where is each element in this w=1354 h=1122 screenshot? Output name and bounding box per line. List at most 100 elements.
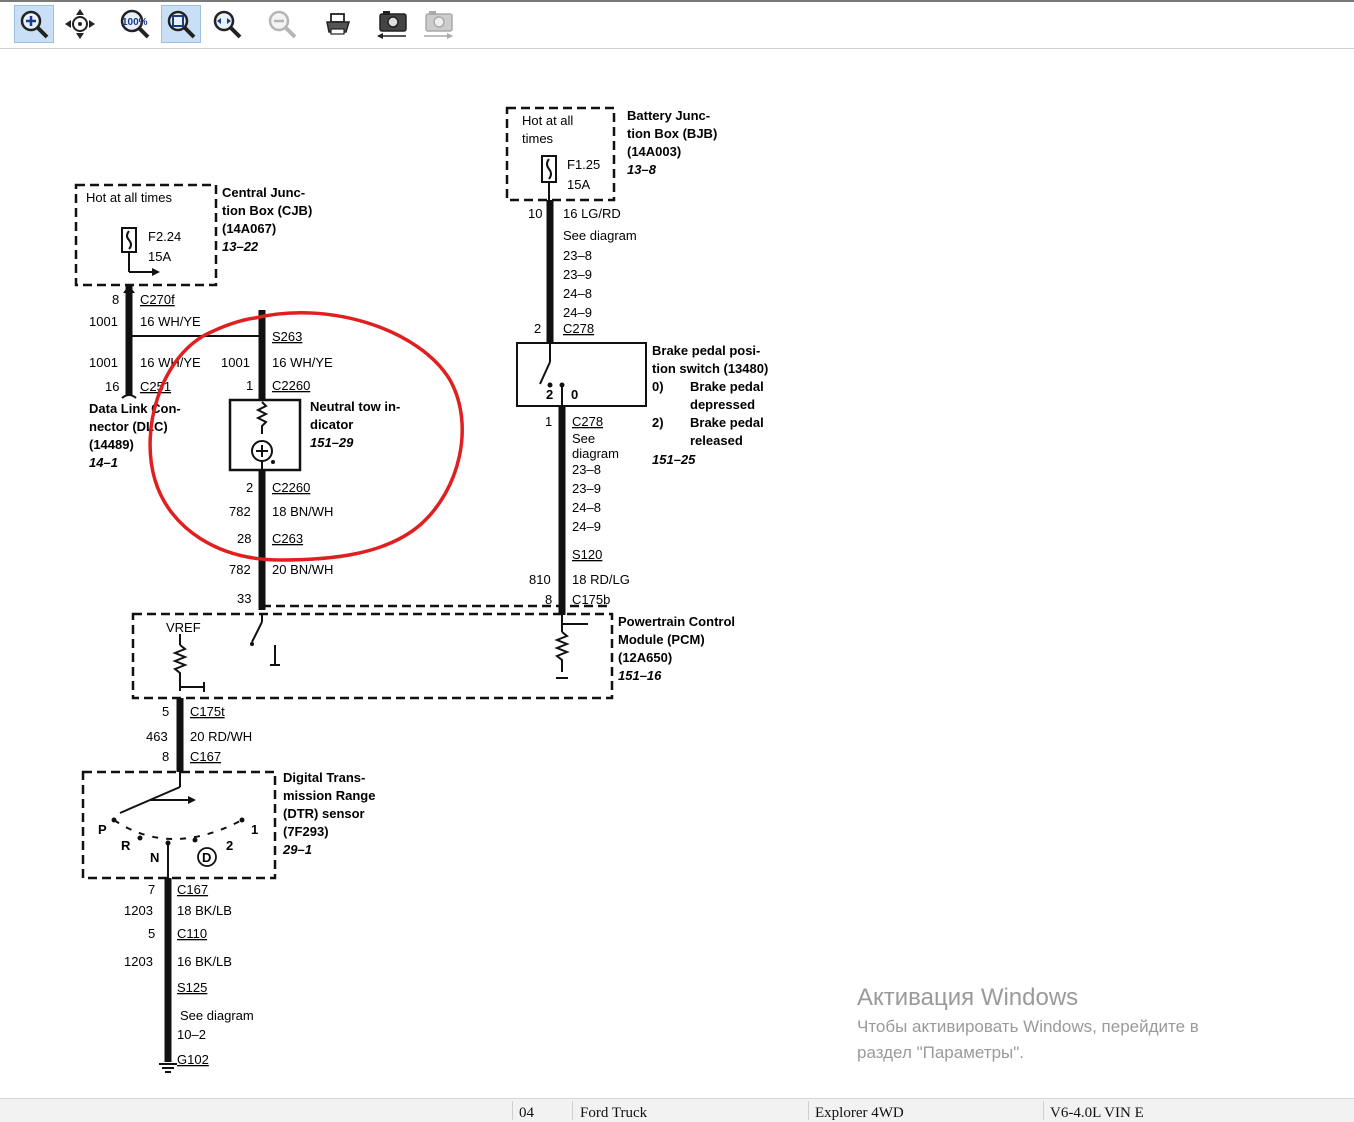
ref-24-9-b: 24–9 <box>572 519 601 534</box>
dtr-ref: 29–1 <box>282 842 312 857</box>
watermark-line-1: Чтобы активировать Windows, перейдите в <box>857 1017 1199 1036</box>
see-diagram-3: See diagram <box>180 1008 254 1023</box>
splice-s263: S263 <box>272 329 302 344</box>
connector-c2260-b: C2260 <box>272 480 310 495</box>
bjb-hot-1: Hot at all <box>522 113 573 128</box>
zoom-out-button[interactable] <box>262 5 302 43</box>
watermark-line-2: раздел "Параметры". <box>857 1043 1025 1062</box>
bjb-ref: 13–8 <box>627 162 657 177</box>
brake-switch-name-1: Brake pedal posi- <box>652 343 760 358</box>
circuit-782-b: 782 <box>229 562 251 577</box>
status-separator <box>512 1101 513 1120</box>
windows-activation-watermark: Активация Windows Чтобы активировать Win… <box>857 984 1297 1066</box>
watermark-title: Активация Windows <box>857 984 1079 1011</box>
prev-image-button[interactable] <box>372 5 412 43</box>
circuit-1001-b: 1001 <box>89 355 118 370</box>
connector-c167-b: C167 <box>177 882 208 897</box>
zoom-100-button[interactable]: 100% <box>114 5 154 43</box>
pan-button[interactable] <box>60 5 100 43</box>
bjb-hot-2: times <box>522 131 554 146</box>
zoom-fit-button[interactable] <box>161 5 201 43</box>
dlc-name-2: nector (DLC) <box>89 419 168 434</box>
c263-pin-28: 28 <box>237 531 251 546</box>
see-diagram-1: See diagram <box>563 228 637 243</box>
brake-switch-box <box>516 342 647 407</box>
circuit-463: 463 <box>146 729 168 744</box>
toolbar: 100% <box>0 0 1354 49</box>
wire-20-bn-wh: 20 BN/WH <box>272 562 333 577</box>
c175t-pin-5: 5 <box>162 704 169 719</box>
brake-state-0: 0) <box>652 379 664 394</box>
brake-state-0-text-1: Brake pedal <box>690 379 764 394</box>
connector-c2260-a: C2260 <box>272 378 310 393</box>
left-pin-16: 16 <box>105 379 119 394</box>
diagram-viewport[interactable]: Hot at all times F2.24 15A Central Junc-… <box>0 52 1354 1096</box>
bjb-name-2: tion Box (BJB) <box>627 126 717 141</box>
ref-24-8-b: 24–8 <box>572 500 601 515</box>
status-code: 04 <box>519 1105 534 1121</box>
zoom-width-icon <box>213 10 242 39</box>
circuit-782-a: 782 <box>229 504 251 519</box>
ground-g102: G102 <box>177 1052 209 1067</box>
ref-23-8-a: 23–8 <box>563 248 592 263</box>
pcm-vref-label: VREF <box>166 620 201 635</box>
brake-state-0-text-2: depressed <box>690 397 755 412</box>
zoom-out-icon <box>268 10 297 39</box>
zoom-100-icon: 100% <box>120 9 150 39</box>
zoom-width-button[interactable] <box>207 5 247 43</box>
bjb-pin-10: 10 <box>528 206 542 221</box>
gear-n: N <box>150 850 159 865</box>
dtr-name-2: mission Range <box>283 788 375 803</box>
zoom-in-button[interactable] <box>14 5 54 43</box>
zoom-100-label: 100% <box>122 17 148 28</box>
c278-pin-2: 2 <box>534 321 541 336</box>
brake-state-2-text-1: Brake pedal <box>690 415 764 430</box>
circuit-1203-a: 1203 <box>124 903 153 918</box>
connector-c175b: C175b <box>572 592 610 607</box>
ref-23-9-b: 23–9 <box>572 481 601 496</box>
pcm-ref: 151–16 <box>618 668 662 683</box>
wire-18-bk-lb: 18 BK/LB <box>177 903 232 918</box>
wire-16-wh-ye-c: 16 WH/YE <box>272 355 333 370</box>
cjb-name-2: tion Box (CJB) <box>222 203 312 218</box>
circuit-1001-a: 1001 <box>89 314 118 329</box>
ref-10-2: 10–2 <box>177 1027 206 1042</box>
cjb-hot-label: Hot at all times <box>86 190 172 205</box>
status-separator <box>1043 1101 1044 1120</box>
dtr-name-3: (DTR) sensor <box>283 806 365 821</box>
pcm-name-2: Module (PCM) <box>618 632 705 647</box>
dlc-ref: 14–1 <box>89 455 118 470</box>
connector-c278-a: C278 <box>563 321 594 336</box>
dlc-part: (14489) <box>89 437 134 452</box>
bjb-amp-label: 15A <box>567 177 590 192</box>
red-annotation-circle <box>148 311 464 562</box>
print-button[interactable] <box>318 5 358 43</box>
c110-pin-5: 5 <box>148 926 155 941</box>
circuit-810: 810 <box>529 572 551 587</box>
wire-16-lg-rd: 16 LG/RD <box>563 206 621 221</box>
switch-pos-2: 2 <box>546 387 553 402</box>
splice-s120: S120 <box>572 547 602 562</box>
dtr-circuit: 5 C175t 463 20 RD/WH 8 C167 P R N D 2 1 … <box>81 698 375 1073</box>
c2260-pin-1: 1 <box>246 378 253 393</box>
gear-p: P <box>98 822 107 837</box>
pcm-part: (12A650) <box>618 650 672 665</box>
watermark-subtitle: Чтобы активировать Windows, перейдите в … <box>857 1014 1297 1066</box>
ref-23-9-a: 23–9 <box>563 267 592 282</box>
dtr-part: (7F293) <box>283 824 329 839</box>
bjb-box: Hot at all times F1.25 15A Battery Junc-… <box>505 106 717 202</box>
neutral-tow-circuit: S263 1001 16 WH/YE 1 C2260 Neutral tow i… <box>221 310 400 610</box>
connector-c270f: C270f <box>140 292 175 307</box>
see-diagram-2b: diagram <box>572 446 619 461</box>
brake-switch-ref: 151–25 <box>652 452 696 467</box>
cjb-amp-label: 15A <box>148 249 171 264</box>
c167-pin-8: 8 <box>162 749 169 764</box>
circuit-1001-c: 1001 <box>221 355 250 370</box>
left-pin-8: 8 <box>112 292 119 307</box>
connector-c175t: C175t <box>190 704 225 719</box>
neutral-tow-name-2: dicator <box>310 417 353 432</box>
brake-circuit: 10 16 LG/RD See diagram 23–8 23–9 24–8 2… <box>516 182 768 615</box>
next-image-button[interactable] <box>418 5 458 43</box>
splice-s125: S125 <box>177 980 207 995</box>
wire-16-wh-ye-a: 16 WH/YE <box>140 314 201 329</box>
